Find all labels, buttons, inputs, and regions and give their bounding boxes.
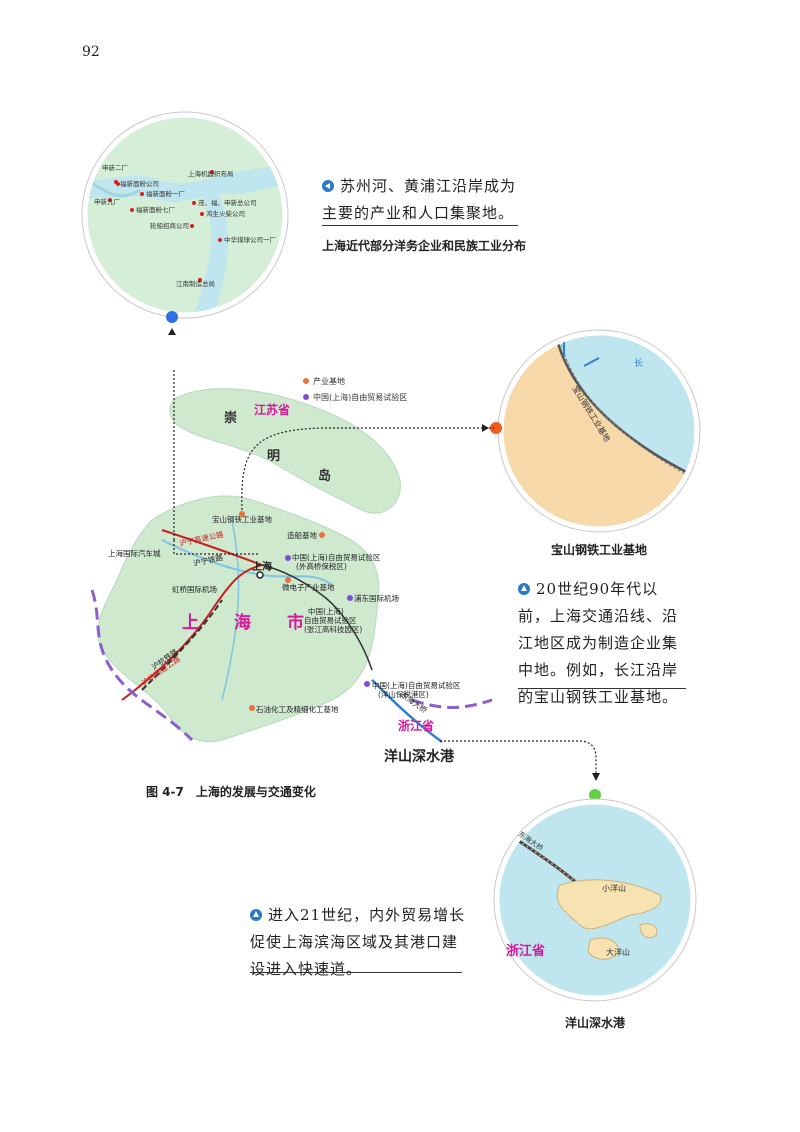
label-ftz-waigaoqiao: 中国(上海)自由贸易试验区 bbox=[292, 552, 381, 562]
label-fuxin-flour: 福新面粉公司 bbox=[120, 179, 159, 188]
city-char-2: 海 bbox=[234, 612, 251, 633]
province-zhejiang: 浙江省 bbox=[398, 718, 434, 733]
yangshan-circle-map: 小洋山 大洋山 浙江省 东海大桥 bbox=[493, 798, 697, 1002]
label-shenxin-9: 申新九厂 bbox=[94, 197, 121, 206]
blue-dot-marker bbox=[166, 311, 178, 323]
legend-industry: 产业基地 bbox=[313, 376, 345, 386]
label-petrochemical: 石油化工及精细化工基地 bbox=[256, 704, 339, 714]
label-shenxin-2: 申新二厂 bbox=[102, 163, 129, 172]
river-label: 长 bbox=[634, 357, 643, 369]
yangshan-rule bbox=[250, 972, 462, 973]
donghai-bridge-line bbox=[371, 679, 443, 744]
top-circle-title: 上海近代部分洋务企业和民族工业分布 bbox=[322, 239, 527, 253]
label-ftz-yangshan: 中国(上海)自由贸易试验区 bbox=[372, 680, 461, 690]
top-rule bbox=[322, 225, 518, 226]
arrow-left-icon bbox=[322, 180, 334, 192]
island-char-2: 明 bbox=[267, 449, 280, 464]
city-char-3: 市 bbox=[287, 612, 304, 633]
label-hongsheng: 鸿生火柴公司 bbox=[206, 209, 245, 218]
label-zhangjiang: (张江高科技园区) bbox=[304, 624, 362, 634]
label-zhonghua-coal: 中华煤球公司一厂 bbox=[224, 235, 277, 244]
label-fuxin-1: 福新面粉一厂 bbox=[146, 189, 186, 198]
label-machine-weaving: 上海机器织布局 bbox=[188, 169, 234, 178]
orange-dot-marker bbox=[490, 422, 502, 434]
label-mao-fu-shenxin: 茂、福、申新总公司 bbox=[198, 198, 257, 207]
city-char-1: 上 bbox=[182, 613, 199, 633]
label-zhaoshang: 轮船招商公司 bbox=[150, 221, 189, 230]
yangshan-leader bbox=[440, 740, 600, 781]
baoshan-rule bbox=[518, 688, 686, 689]
triangle-up-icon bbox=[518, 583, 530, 595]
island-char-1: 崇 bbox=[224, 410, 237, 426]
city-marker bbox=[256, 571, 264, 579]
label-fuxin-7: 福新面粉七厂 bbox=[136, 205, 176, 214]
province-jiangsu: 江苏省 bbox=[254, 402, 290, 417]
top-circle-map: 申新二厂 福新面粉公司 上海机器织布局 申新九厂 福新面粉一厂 茂、福、申新总公… bbox=[81, 111, 289, 319]
label-baosteel: 宝山钢铁工业基地 bbox=[212, 514, 272, 524]
legend-ftz-dot bbox=[303, 394, 309, 400]
arrow-up-icon bbox=[168, 328, 176, 335]
label-ftz-zhangjiang-2: 自由贸易试验区 bbox=[304, 615, 357, 625]
label-waigaoqiao: (外高桥保税区) bbox=[296, 561, 347, 571]
baoshan-circle-map: 长 宝山钢铁工业基地 bbox=[497, 329, 701, 533]
label-shipbuilding: 造船基地 bbox=[287, 530, 317, 540]
label-zhejiang: 浙江省 bbox=[506, 943, 545, 959]
label-jiangnan-arsenal: 江南制造总局 bbox=[176, 279, 215, 288]
label-ftz-zhangjiang-1: 中国(上海) bbox=[308, 606, 344, 616]
island-char-3: 岛 bbox=[318, 468, 331, 484]
figure-caption: 图 4-7 上海的发展与交通变化 bbox=[146, 785, 316, 799]
label-auto-city: 上海国际汽车城 bbox=[108, 548, 161, 558]
page-number: 92 bbox=[82, 44, 100, 60]
label-yangshan-bonded: (洋山保税港区) bbox=[378, 689, 429, 699]
shanghai-main-map: 崇 明 岛 江苏省 浙江省 上 海 市 产业基地 中国(上海)自由贸易试验区 宝… bbox=[90, 370, 494, 744]
legend-industry-dot bbox=[303, 378, 309, 384]
label-xiaoyangshan: 小洋山 bbox=[602, 883, 626, 893]
label-microelectronics: 微电子产业基地 bbox=[282, 582, 335, 592]
green-dot-marker bbox=[589, 789, 601, 801]
label-dayangshan: 大洋山 bbox=[606, 947, 630, 957]
triangle-up-icon bbox=[250, 909, 262, 921]
label-hongqiao: 虹桥国际机场 bbox=[172, 584, 217, 594]
label-pudong-airport: 浦东国际机场 bbox=[354, 593, 399, 603]
legend-ftz: 中国(上海)自由贸易试验区 bbox=[313, 392, 407, 402]
baoshan-title: 宝山钢铁工业基地 bbox=[551, 543, 648, 557]
label-shanghai-city: 上海 bbox=[252, 560, 272, 573]
top-caption: 苏州河、黄浦江沿岸成为主要的产业和人口集聚地。 bbox=[322, 177, 517, 222]
yangshan-title: 洋山深水港 bbox=[565, 1016, 626, 1030]
baoshan-caption: 20世纪90年代以前，上海交通沿线、沿江地区成为制造企业集中地。例如，长江沿岸的… bbox=[518, 580, 679, 706]
arrow-right-icon bbox=[482, 424, 489, 432]
yangshan-caption: 进入21世纪，内外贸易增长促使上海滨海区域及其港口建设进入快速道。 bbox=[250, 906, 466, 978]
yangshan-port-label: 洋山深水港 bbox=[384, 749, 454, 765]
